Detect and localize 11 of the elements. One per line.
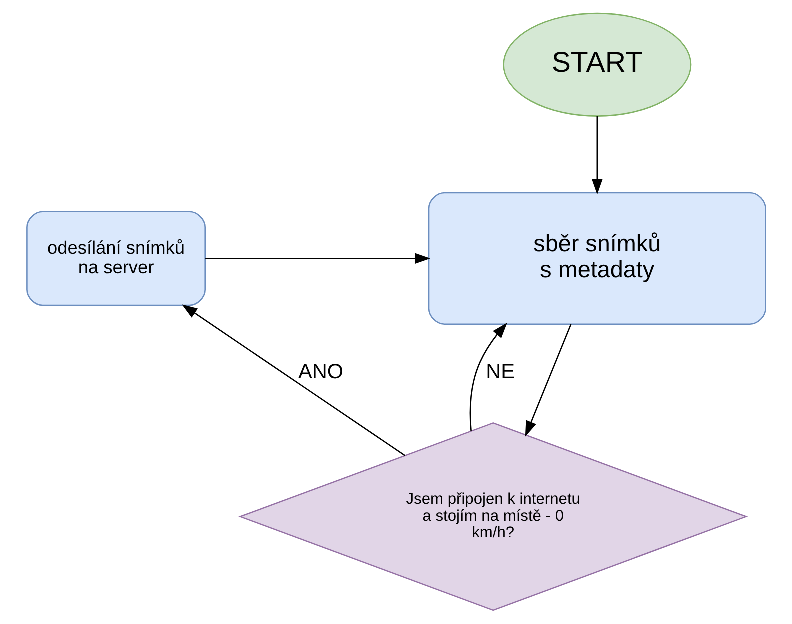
node-box: odesílání snímků na server [26,211,206,306]
arrow [469,322,507,432]
arrow [591,116,602,195]
arrow [182,304,406,456]
node-diamond: Jsem připojen k internetu a stojím na místě - 0 km/h? [238,422,748,612]
arrow [524,324,572,437]
arrow [205,253,430,264]
edge-label: NE [486,360,514,384]
edge-label: ANO [298,360,344,384]
node-ellipse: START [502,12,692,117]
node-box: sběr snímků s metadaty [428,192,766,325]
